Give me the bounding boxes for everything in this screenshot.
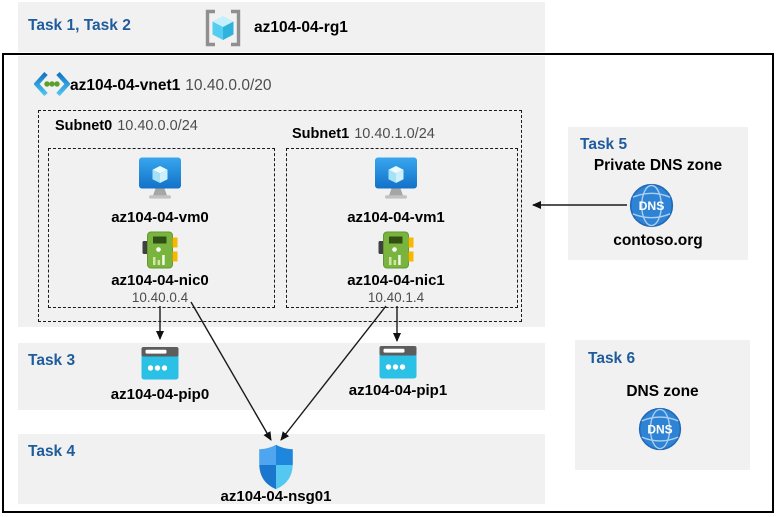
resource-group-name: az104-04-rg1 [254, 19, 348, 36]
nic1-label: az104-04-nic1 [347, 272, 445, 289]
vnet-cidr: 10.40.0.0/20 [185, 77, 272, 94]
task-6-label: Task 6 [588, 350, 636, 367]
subnet0-cidr: 10.40.0.0/24 [117, 118, 198, 134]
pip1-icon [379, 346, 417, 379]
subnet0-name: Subnet0 [55, 118, 113, 134]
pip1-label: az104-04-pip1 [348, 382, 448, 399]
pip0-icon [141, 347, 179, 380]
vm0-icon [139, 157, 181, 199]
nic1-icon [378, 231, 414, 269]
task-1-2-label: Task 1, Task 2 [28, 17, 131, 34]
vm0-label: az104-04-vm0 [111, 209, 209, 226]
task-5-label: Task 5 [580, 136, 628, 153]
task-4-label: Task 4 [28, 443, 76, 460]
task-3-label: Task 3 [28, 352, 76, 369]
vnet-name: az104-04-vnet1 [70, 77, 181, 94]
dns-zone-icon: DNS [638, 407, 682, 451]
vnet-icon [34, 71, 70, 97]
dns-zone-title: DNS zone [626, 383, 699, 400]
dns-zone-icon-text: DNS [647, 422, 672, 436]
pip0-label: az104-04-pip0 [110, 386, 210, 403]
private-dns-zone-name: contoso.org [613, 232, 703, 249]
private-dns-title: Private DNS zone [593, 157, 723, 174]
vnet-panel [18, 56, 545, 327]
private-dns-icon-text: DNS [639, 199, 665, 213]
subnet1-cidr: 10.40.1.0/24 [354, 126, 435, 142]
nic0-ip: 10.40.0.4 [131, 290, 189, 305]
subnet0-box [48, 148, 275, 308]
subnets-container-box [38, 110, 522, 322]
nic0-label: az104-04-nic0 [111, 272, 209, 289]
nic1-ip: 10.40.1.4 [367, 290, 425, 305]
resource-group-band [18, 2, 545, 52]
diagram-outer-frame [2, 53, 774, 513]
resource-group-icon [205, 9, 241, 47]
subnet1-box [286, 148, 518, 308]
nsg-shield-icon [259, 444, 293, 490]
vm1-label: az104-04-vm1 [347, 209, 445, 226]
subnet1-name: Subnet1 [292, 126, 350, 142]
vm1-icon [375, 157, 417, 199]
nic0-icon [142, 231, 178, 269]
nsg-label: az104-04-nsg01 [220, 488, 332, 505]
private-dns-icon: DNS [629, 183, 674, 228]
